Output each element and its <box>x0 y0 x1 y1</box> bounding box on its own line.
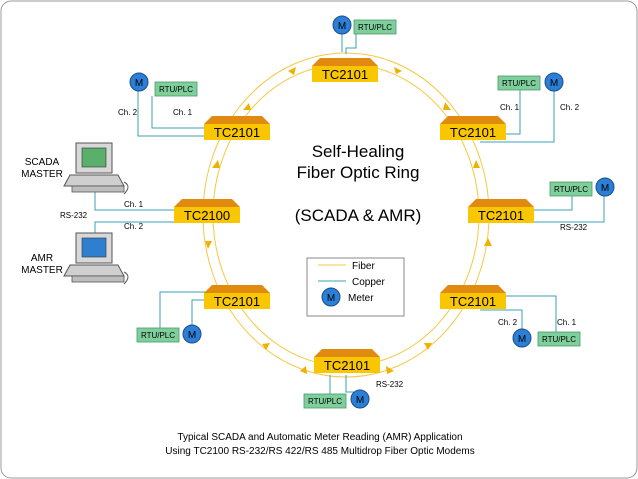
ch1-master: Ch. 1 <box>124 200 144 209</box>
meter-bottom: M <box>350 389 370 409</box>
node-right-body <box>468 207 534 223</box>
meter-bottom-symbol: M <box>356 395 364 406</box>
rtu-bottom-right: RTU/PLC <box>537 331 581 347</box>
legend-meter-label: Meter <box>348 293 374 304</box>
rtu-top-left: RTU/PLC <box>154 81 198 97</box>
node-bottom-left: TC2101 <box>204 285 270 309</box>
diagram-title-group: Self-Healing Fiber Optic Ring (SCADA & A… <box>295 142 422 225</box>
rtu-bottom: RTU/PLC <box>303 393 347 409</box>
rs232-master: RS-232 <box>60 211 88 220</box>
scada-computer-icon <box>63 142 129 195</box>
node-right: TC2101 <box>468 199 534 223</box>
diagram-title-line2: Fiber Optic Ring <box>297 163 420 182</box>
legend: Fiber Copper M Meter <box>306 257 405 317</box>
node-bottom-left-cap <box>204 285 270 293</box>
node-top: TC2101 <box>312 58 378 82</box>
amr-computer-icon <box>63 232 129 285</box>
ch1-top-left: Ch. 1 <box>173 108 193 117</box>
meter-bottom-left: M <box>182 324 202 344</box>
node-bottom-right-cap <box>440 285 506 293</box>
legend-box <box>306 257 405 317</box>
ch2-bottom-right: Ch. 2 <box>498 318 518 327</box>
ch2-top-left: Ch. 2 <box>118 108 138 117</box>
node-top-left-label: TC2101 <box>214 125 260 140</box>
meter-bottom-right-symbol: M <box>518 334 526 345</box>
meter-bottom-left-symbol: M <box>188 330 196 341</box>
rtu-right: RTU/PLC <box>549 181 593 197</box>
scada-master-label-line1: SCADA <box>25 157 60 168</box>
node-top-right-body <box>440 124 506 140</box>
node-bottom-right-body <box>440 293 506 309</box>
node-top-left: TC2101 <box>204 116 270 140</box>
node-top-right-label: TC2101 <box>450 125 496 140</box>
node-top-cap <box>312 58 378 66</box>
rtu-top: RTU/PLC <box>353 19 397 35</box>
diagram-subtitle: (SCADA & AMR) <box>295 206 422 225</box>
ch1-bottom-right: Ch. 1 <box>557 318 577 327</box>
meter-right: M <box>595 177 615 197</box>
meter-top: M <box>332 15 352 35</box>
legend-meter-symbol: M <box>327 293 335 304</box>
node-master-label: TC2100 <box>184 208 230 223</box>
rtu-right-label: RTU/PLC <box>554 185 588 194</box>
rtu-top-label: RTU/PLC <box>358 23 392 32</box>
rs232-right: RS-232 <box>560 223 588 232</box>
node-bottom-body <box>314 357 380 373</box>
node-bottom-label: TC2101 <box>324 358 370 373</box>
legend-meter-icon <box>321 287 341 307</box>
rs232-bottom: RS-232 <box>376 380 404 389</box>
meter-top-left-symbol: M <box>135 78 143 89</box>
node-bottom-cap <box>314 349 380 357</box>
meter-top-right-symbol: M <box>550 78 558 89</box>
rtu-bottom-left: RTU/PLC <box>136 327 180 343</box>
node-top-label: TC2101 <box>322 67 368 82</box>
diagram-title-line1: Self-Healing <box>312 142 405 161</box>
node-right-label: TC2101 <box>478 208 524 223</box>
ch2-top-right: Ch. 2 <box>560 103 580 112</box>
scada-master-label-line2: MASTER <box>21 169 63 180</box>
node-top-left-cap <box>204 116 270 124</box>
rtu-top-left-label: RTU/PLC <box>159 85 193 94</box>
node-bottom-right: TC2101 <box>440 285 506 309</box>
meter-top-right: M <box>544 72 564 92</box>
node-top-right-cap <box>440 116 506 124</box>
amr-master-label-line2: MASTER <box>21 265 63 276</box>
rtu-bottom-left-label: RTU/PLC <box>141 331 175 340</box>
meter-top-left: M <box>129 72 149 92</box>
ch1-top-right: Ch. 1 <box>500 103 520 112</box>
node-bottom-left-body <box>204 293 270 309</box>
node-bottom: TC2101 <box>314 349 380 373</box>
meter-right-symbol: M <box>601 183 609 194</box>
legend-copper-label: Copper <box>352 277 385 288</box>
rtu-top-right: RTU/PLC <box>497 75 541 91</box>
node-master: TC2100 <box>174 199 240 223</box>
ch2-master: Ch. 2 <box>124 222 144 231</box>
meter-top-symbol: M <box>338 21 346 32</box>
node-master-body <box>174 207 240 223</box>
rtu-top-right-label: RTU/PLC <box>502 79 536 88</box>
meter-bottom-right: M <box>512 328 532 348</box>
copper-lines <box>94 34 605 398</box>
node-bottom-left-label: TC2101 <box>214 294 260 309</box>
node-top-right: TC2101 <box>440 116 506 140</box>
caption-line2: Using TC2100 RS-232/RS 422/RS 485 Multid… <box>165 446 474 457</box>
node-top-body <box>312 66 378 82</box>
legend-fiber-label: Fiber <box>352 261 375 272</box>
caption-line1: Typical SCADA and Automatic Meter Readin… <box>177 432 462 443</box>
node-master-cap <box>174 199 240 207</box>
node-top-left-body <box>204 124 270 140</box>
rtu-bottom-right-label: RTU/PLC <box>542 335 576 344</box>
amr-master-label-line1: AMR <box>31 253 53 264</box>
node-right-cap <box>468 199 534 207</box>
node-bottom-right-label: TC2101 <box>450 294 496 309</box>
rtu-bottom-label: RTU/PLC <box>308 397 342 406</box>
